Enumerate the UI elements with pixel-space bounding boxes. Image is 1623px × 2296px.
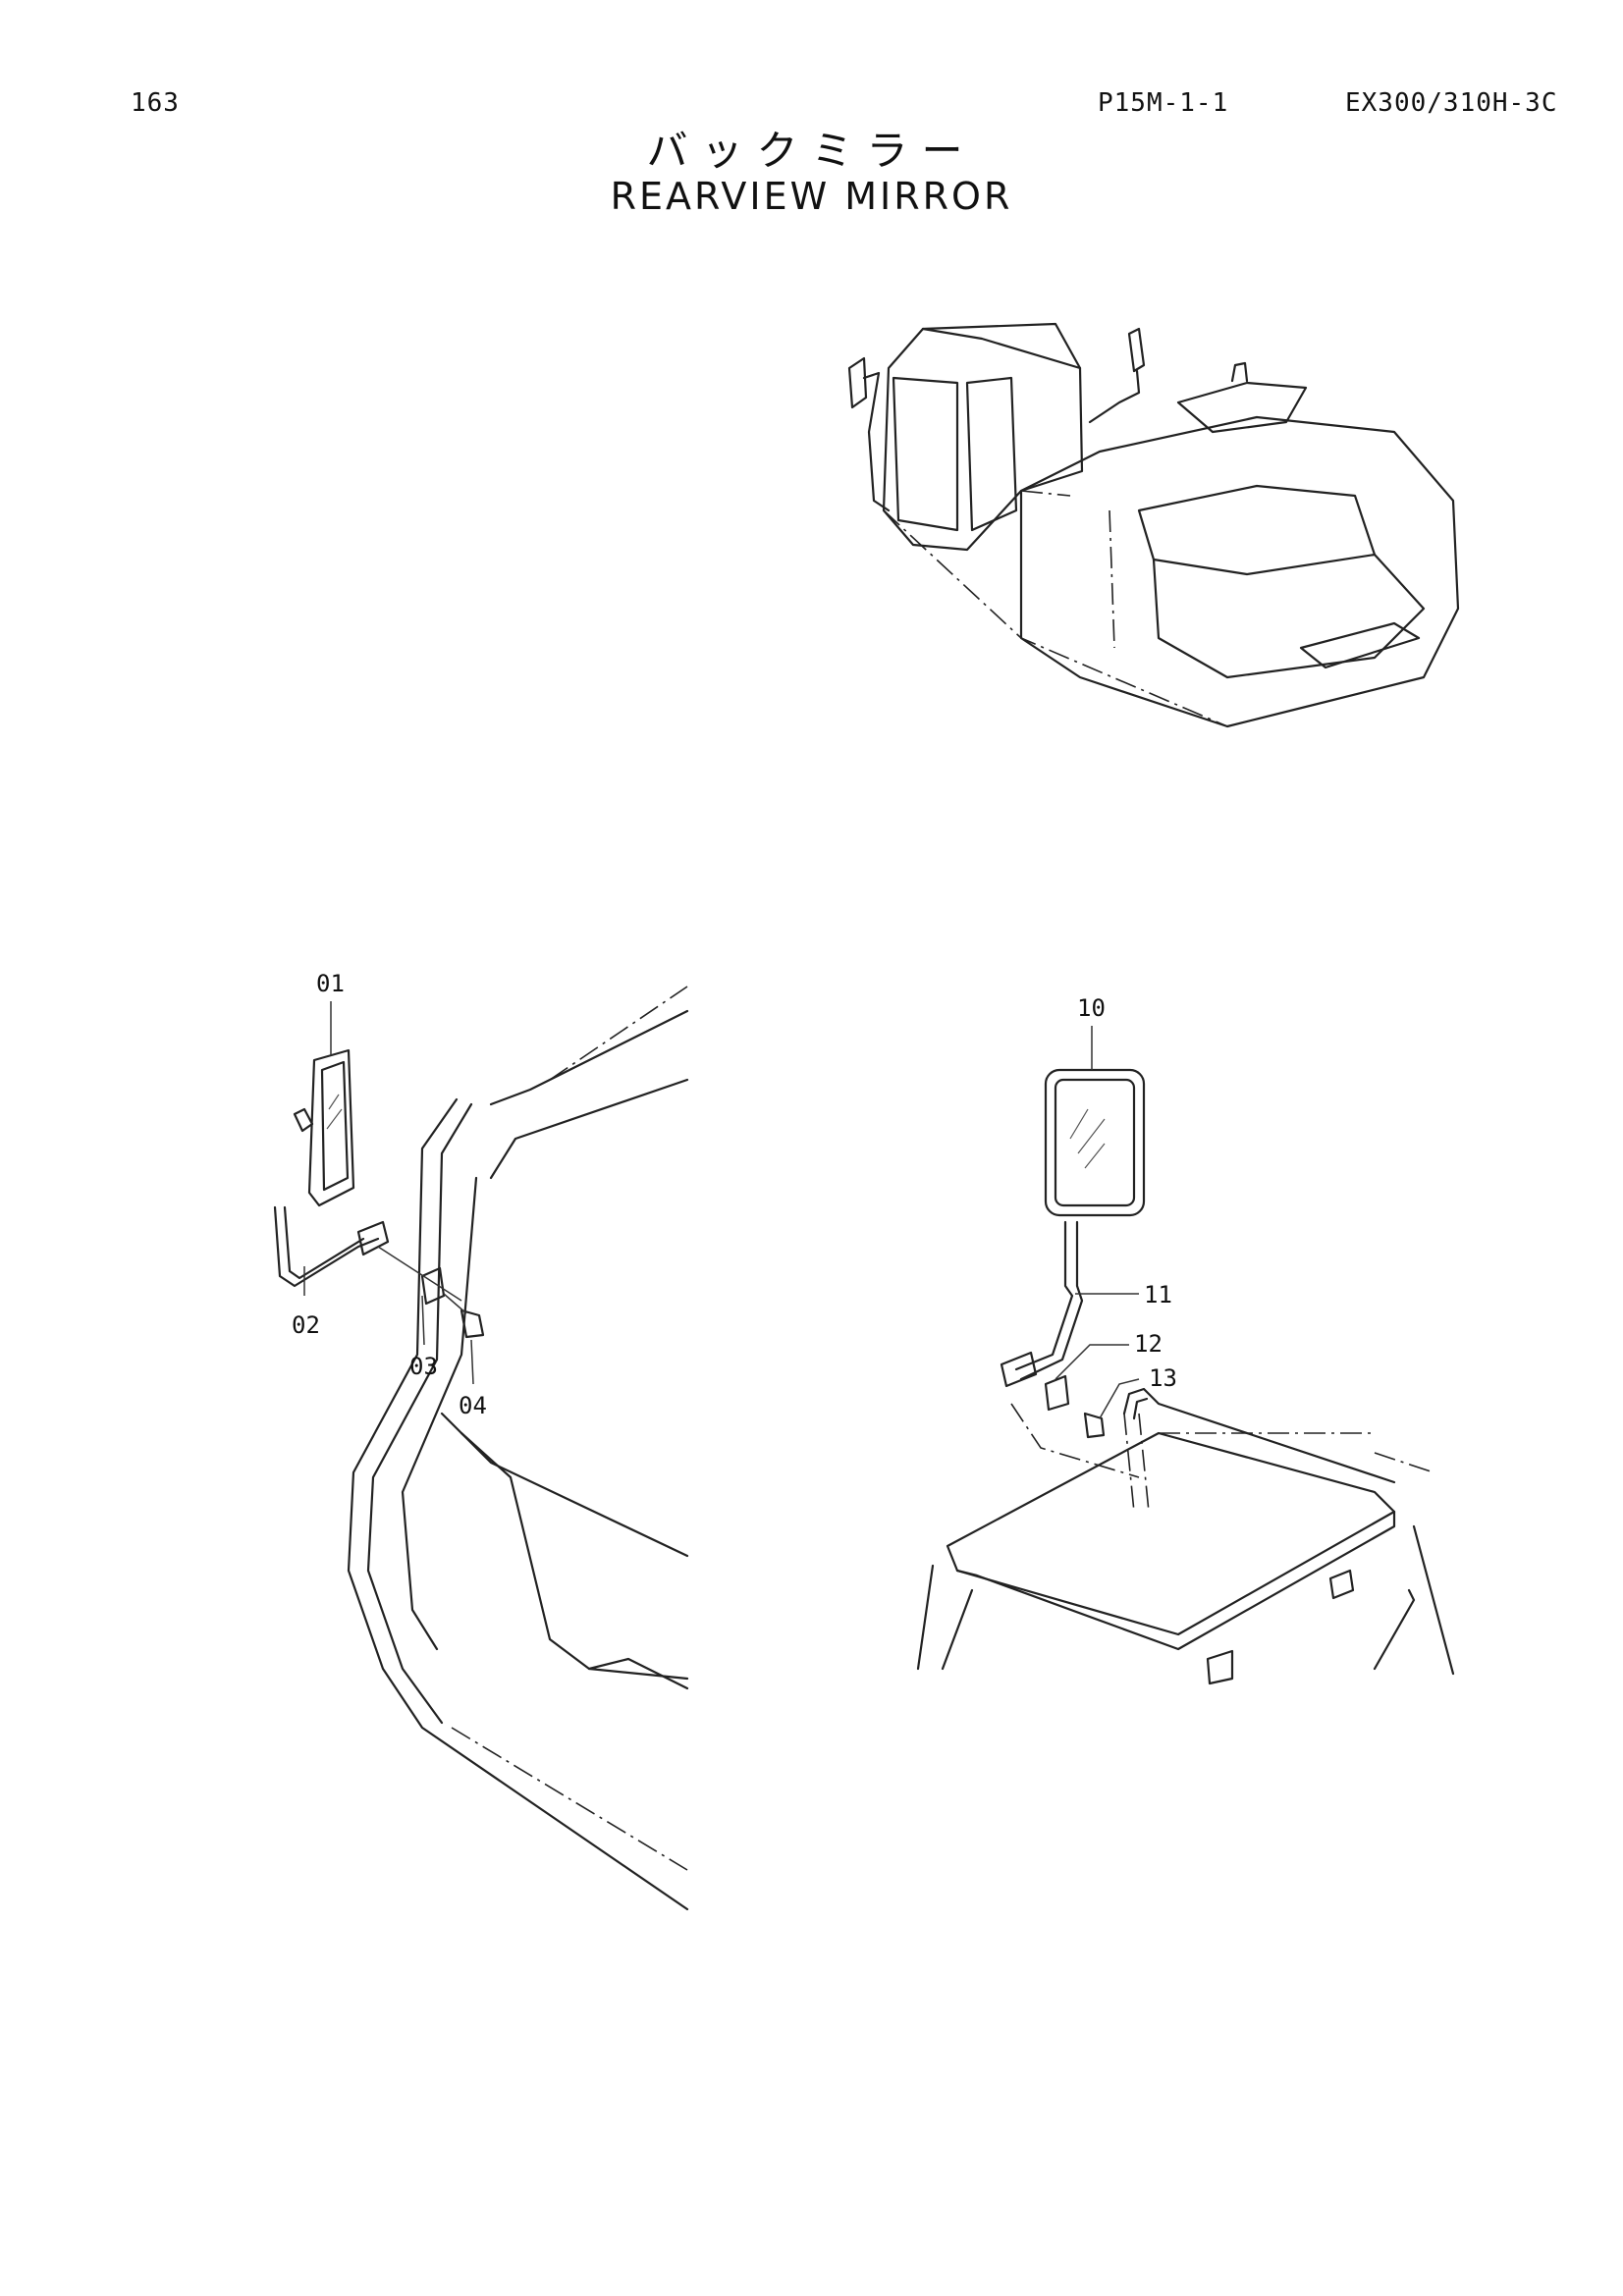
callout-11: 11 xyxy=(1144,1281,1172,1308)
callout-13: 13 xyxy=(1149,1364,1177,1392)
left-mirror-assembly-illustration xyxy=(273,986,689,1911)
right-mirror-assembly-illustration xyxy=(916,1068,1455,1685)
callout-03: 03 xyxy=(409,1353,438,1380)
title-english: REARVIEW MIRROR xyxy=(610,175,1013,218)
callout-04: 04 xyxy=(459,1392,487,1419)
callout-01: 01 xyxy=(316,970,345,997)
model-code: EX300/310H-3C xyxy=(1345,88,1558,118)
callout-12: 12 xyxy=(1134,1330,1163,1358)
callout-10: 10 xyxy=(1077,994,1106,1022)
excavator-overview-illustration xyxy=(847,322,1460,728)
page-code: P15M-1-1 xyxy=(1098,88,1229,118)
callout-02: 02 xyxy=(292,1311,320,1339)
leader-lines xyxy=(303,1001,1140,1419)
title-japanese: バックミラー xyxy=(646,127,977,175)
page-number: 163 xyxy=(131,88,180,118)
